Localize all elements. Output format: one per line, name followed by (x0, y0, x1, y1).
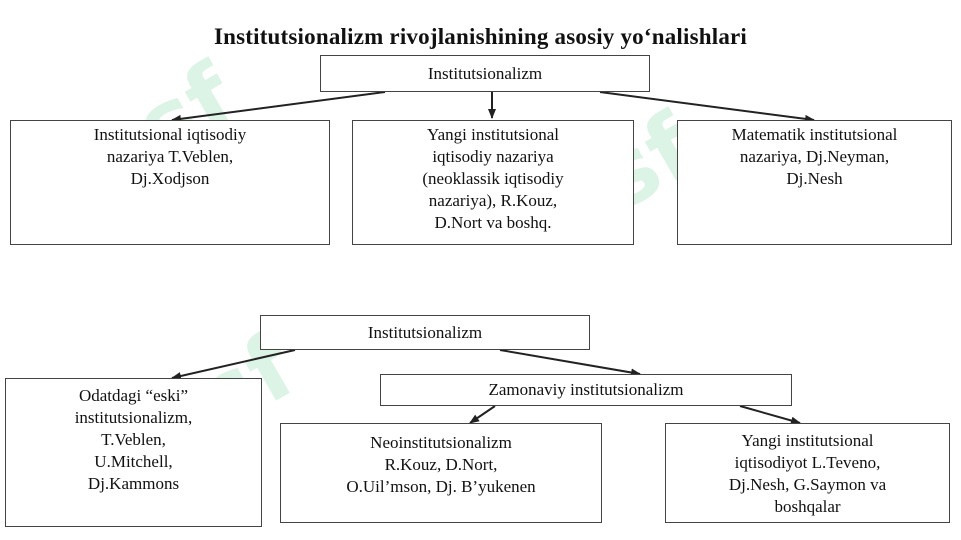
modern-institutionalism-box: Zamonaviy institutsionalizm (380, 374, 792, 406)
top-root-box: Institutsionalizm (320, 55, 650, 92)
neoinstitutionalism-box: Neoinstitutsionalizm R.Kouz, D.Nort, O.U… (280, 423, 602, 523)
arrow-top-left (171, 91, 386, 123)
old-institutionalism-box: Odatdagi “eski” institutsionalizm, T.Veb… (5, 378, 262, 527)
top-child-new-institutional-box: Yangi institutsional iqtisodiy nazariya … (352, 120, 634, 245)
top-child-veblen-box: Institutsional iqtisodiy nazariya T.Vebl… (10, 120, 330, 245)
diagram-title: Institutsionalizm rivojlanishining asosi… (213, 24, 748, 49)
arrow-top-right (599, 91, 815, 123)
arrow-bottom-left (171, 349, 296, 380)
arrow-modern-left (469, 405, 496, 424)
new-institutional-economics-box: Yangi institutsional iqtisodiyot L.Teven… (665, 423, 950, 523)
arrow-modern-right (739, 405, 801, 425)
bottom-root-box: Institutsionalizm (260, 315, 590, 350)
top-child-mathematical-box: Matematik institutsional nazariya, Dj.Ne… (677, 120, 952, 245)
arrow-bottom-right (499, 349, 641, 377)
